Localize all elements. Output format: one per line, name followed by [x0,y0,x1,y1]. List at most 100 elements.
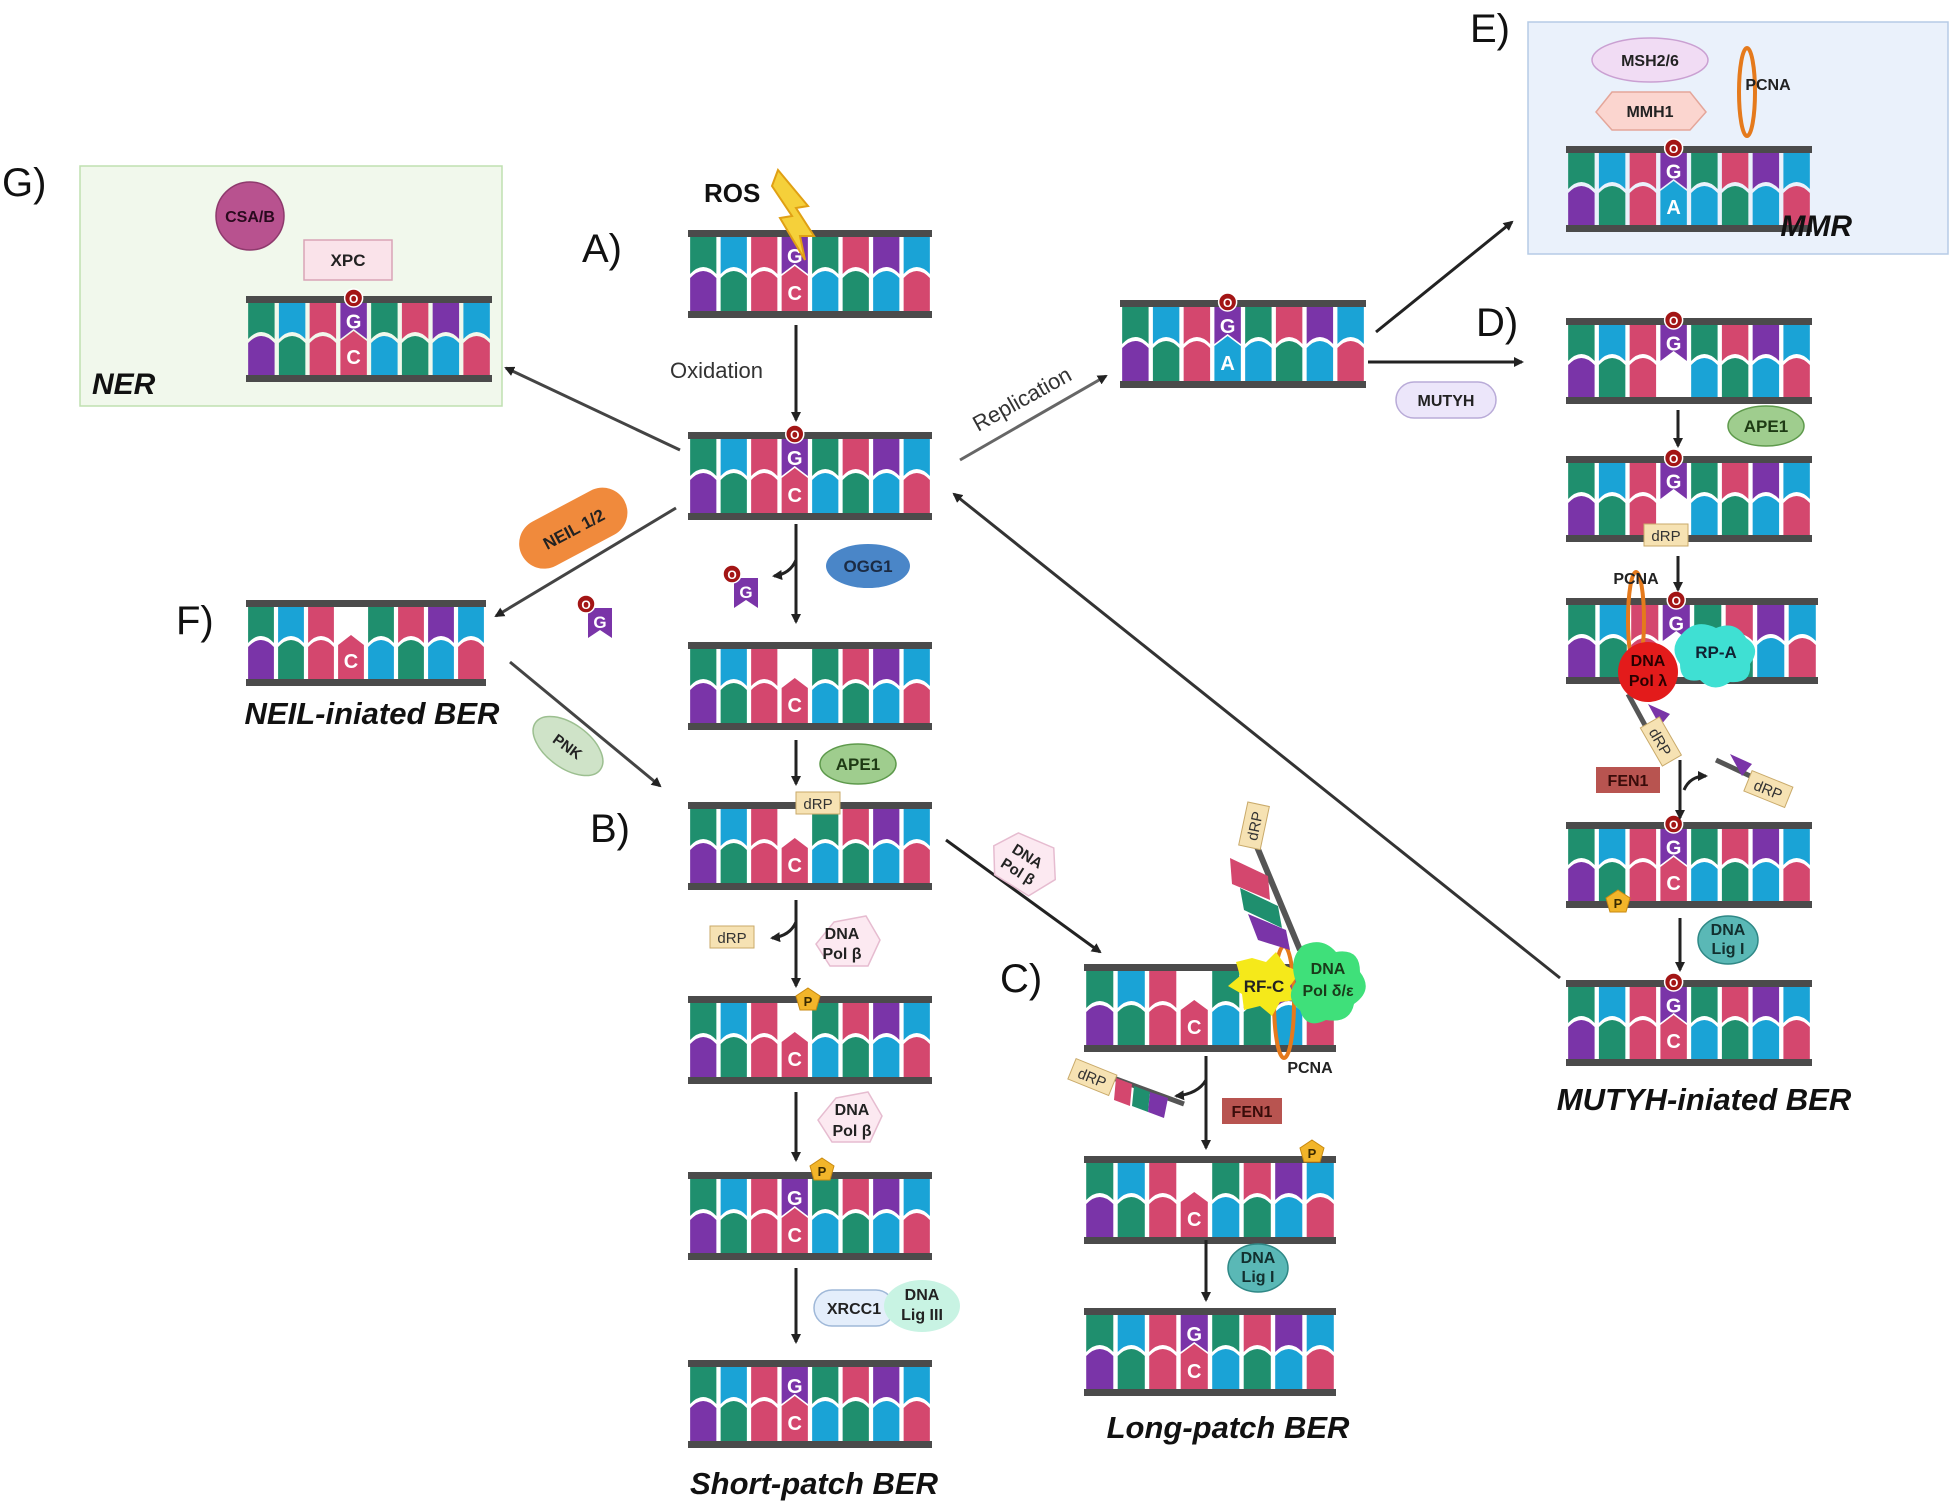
dna-base-top [1721,153,1749,189]
dna-base-top [1149,1315,1177,1352]
fen1-protein-d [1596,767,1660,793]
dna-base-bottom [873,271,900,311]
dna-base-top [903,1367,930,1404]
dna-base-top [1783,325,1810,361]
base-letter: G [787,246,803,268]
dna-base-bottom [1721,358,1749,397]
dna-base-top [371,303,398,339]
dna-backbone-top [1566,456,1812,463]
dna-base-top [690,237,717,274]
dna-backbone-bottom [688,1441,932,1448]
dna-base-bottom [1275,1005,1303,1045]
dna-base-bottom [812,1037,839,1077]
dna-backbone-top [1084,1156,1336,1163]
displaced-flap [1107,828,1303,1118]
rfc-label: RF-C [1244,977,1285,996]
dna-base-bottom [751,843,778,883]
dna-base-top [1568,463,1595,499]
dna-mutyh-excised: GO [1566,310,1812,404]
dna-base-bottom [842,473,869,513]
ros-label: ROS [704,178,760,208]
dna-base-bottom [1629,1020,1657,1059]
dna-base-top [1783,463,1810,499]
dna-base-top [1212,1163,1240,1200]
dna-base-top [781,1179,808,1216]
pol-beta-label-1: DNA [825,926,860,943]
dna-base-bottom [781,468,808,513]
oxo-marker [1663,138,1684,158]
dna-base-top [812,649,839,686]
dna-undamaged: GC [688,230,932,318]
dna-mutyh-incised: GO [1566,448,1812,542]
dna-oxoG-A-mismatch: GAO [1120,292,1366,388]
base-letter: C [1187,1017,1201,1039]
oxo-letter: O [1669,452,1678,466]
oxo-letter: O [1669,818,1678,832]
dna-base-bottom [1783,496,1810,535]
dna-base-bottom [903,843,930,883]
dna-base-top [812,809,839,846]
dna-base-top [1212,971,1240,1008]
dna-base-bottom [812,1213,839,1253]
dna-base-top [248,303,275,339]
title-mutyh: MUTYH-iniated BER [1557,1082,1852,1117]
dna-base-top [1598,829,1626,865]
dna-base-top [842,1179,869,1216]
panel-label-g: G) [2,161,46,205]
dna-base-bottom [1243,1349,1271,1389]
oxo-letter: O [1672,594,1681,608]
fen1-protein [1222,1098,1282,1124]
dna-base-top [1660,153,1687,189]
dna-base-bottom [842,1037,869,1077]
dna-base-top [1598,987,1626,1023]
dna-base-bottom [1721,1020,1749,1059]
dna-base-top [1180,1315,1208,1352]
dna-base-bottom [1783,1020,1810,1059]
dna-base-top [309,303,337,339]
dna-base-bottom [401,336,429,375]
dna-backbone-bottom [688,311,932,318]
dna-backbone-bottom [688,723,932,730]
dna-base-bottom [1752,496,1780,535]
title-ner: NER [92,368,156,401]
dna-base-top [1721,325,1749,361]
dna-backbone-bottom [1566,225,1812,232]
dna-base-bottom [368,640,394,679]
title-long-patch: Long-patch BER [1107,1410,1350,1445]
dna-base-top [1086,1315,1114,1352]
msh26-protein [1591,37,1709,83]
dna-base-bottom [812,1401,839,1441]
dna-ligated: GC [688,1360,932,1448]
pcna-ring-icon [1737,46,1757,138]
xpc-label: XPC [331,251,366,270]
dna-base-bottom [720,1037,747,1077]
arrow-neil-to-b [509,660,662,788]
dna-base-top [1752,987,1780,1023]
dna-base-top [781,439,808,476]
dna-base-bottom [1183,341,1211,381]
dna-backbone-bottom [688,1253,932,1260]
dna-base-bottom [781,1396,808,1441]
dna-neil-gap: C [246,600,486,686]
dna-backbone-top [1120,300,1366,307]
dna-base-top [1149,1163,1177,1200]
dna-base-top [873,1179,900,1216]
dna-base-top [751,237,778,274]
xrcc1-label: XRCC1 [827,1301,881,1318]
dna-base-top [1568,153,1595,189]
base-letter: A [1220,353,1234,375]
dna-base-bottom [1752,186,1780,225]
dna-base-bottom [812,843,839,883]
dna-base-top [690,439,717,476]
pol-lambda-protein [1618,642,1678,702]
dna-base-bottom [842,1401,869,1441]
dna-base-top [1599,605,1627,641]
dna-base-bottom [1149,1349,1177,1389]
dna-base-top [278,607,304,643]
title-neil: NEIL-iniated BER [245,696,501,731]
ape1-protein-d [1727,405,1805,447]
dna-base-bottom [873,683,900,723]
dna-base-top [1629,325,1657,361]
dna-base-bottom [903,271,930,311]
